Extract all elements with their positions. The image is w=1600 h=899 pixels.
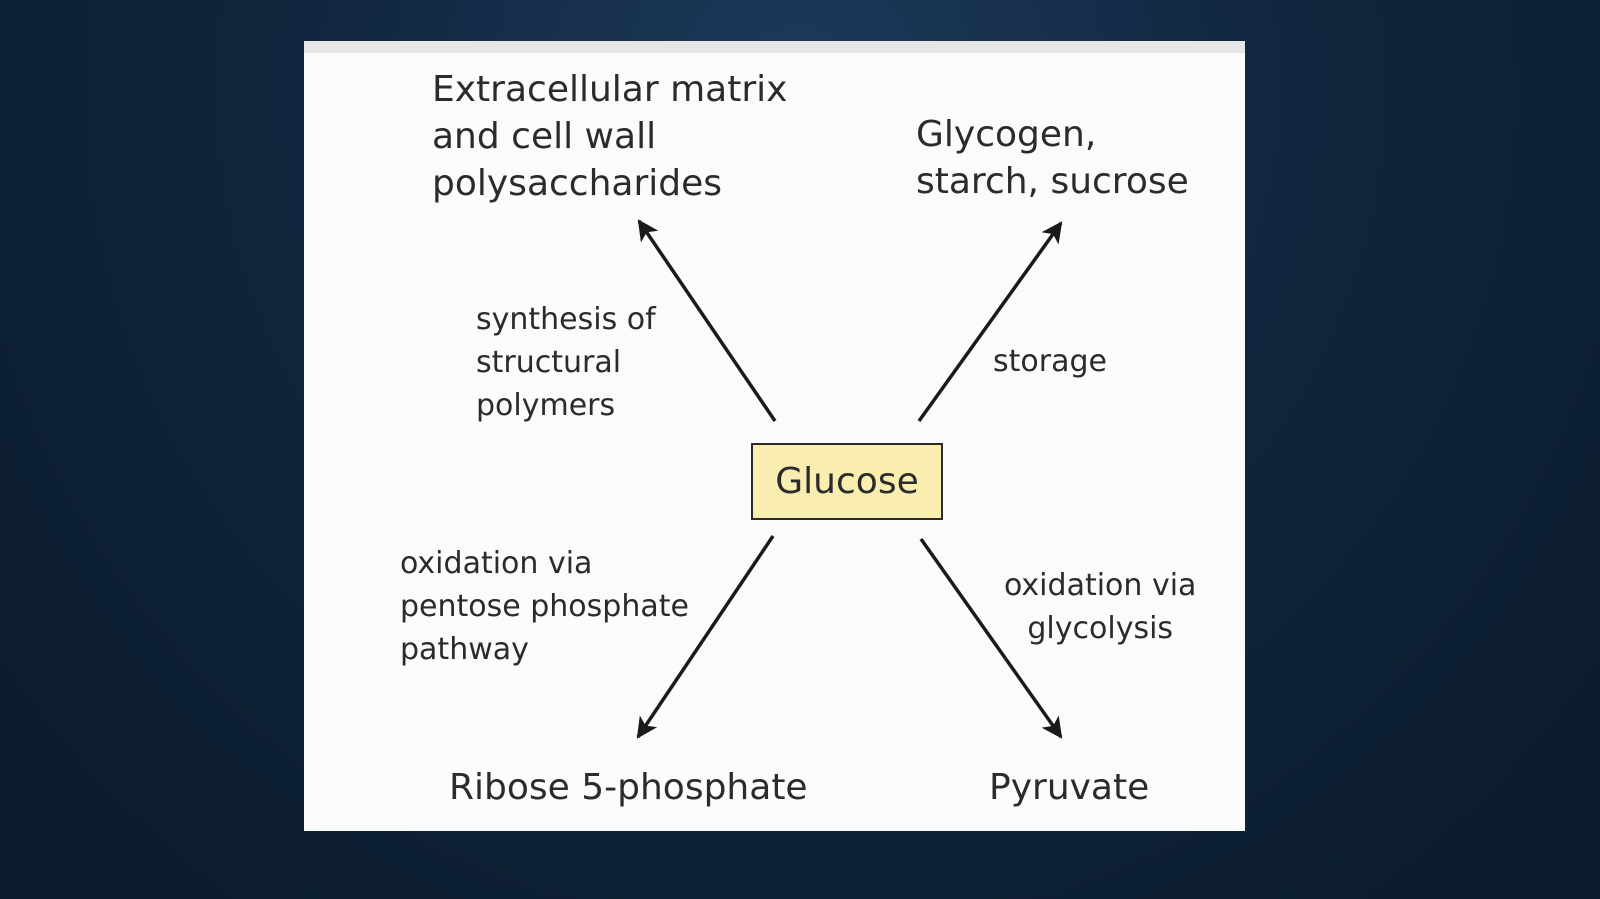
glucose-label: Glucose [775,461,919,502]
pathway-pentose-phosphate: oxidation via pentose phosphate pathway [400,542,689,671]
pathway-line: storage [993,344,1107,379]
pathway-line: structural [476,345,622,380]
product-line: and cell wall [432,116,657,157]
pathway-line: oxidation via [400,546,593,581]
pathway-line: oxidation via [1004,568,1197,603]
product-extracellular-matrix: Extracellular matrix and cell wall polys… [432,66,787,207]
product-line: Extracellular matrix [432,69,788,110]
product-line: polysaccharides [432,163,723,204]
pathway-structural-polymers: synthesis of structural polymers [476,298,656,427]
product-line: Glycogen, [916,114,1097,155]
pathway-storage: storage [993,340,1107,383]
pathway-line: pentose phosphate [400,589,689,624]
product-ribose-5-phosphate: Ribose 5-phosphate [449,764,808,811]
pathway-line: polymers [476,388,616,423]
pathway-line: pathway [400,632,529,667]
product-glycogen: Glycogen, starch, sucrose [916,111,1189,205]
product-pyruvate: Pyruvate [989,764,1149,811]
pathway-glycolysis: oxidation via glycolysis [1004,564,1196,650]
product-line: Pyruvate [989,767,1150,808]
pathway-line: synthesis of [476,302,656,337]
product-line: starch, sucrose [916,161,1189,202]
glucose-node: Glucose [751,443,943,520]
product-line: Ribose 5-phosphate [449,767,808,808]
diagram-panel [304,41,1245,831]
pathway-line: glycolysis [1027,611,1174,646]
